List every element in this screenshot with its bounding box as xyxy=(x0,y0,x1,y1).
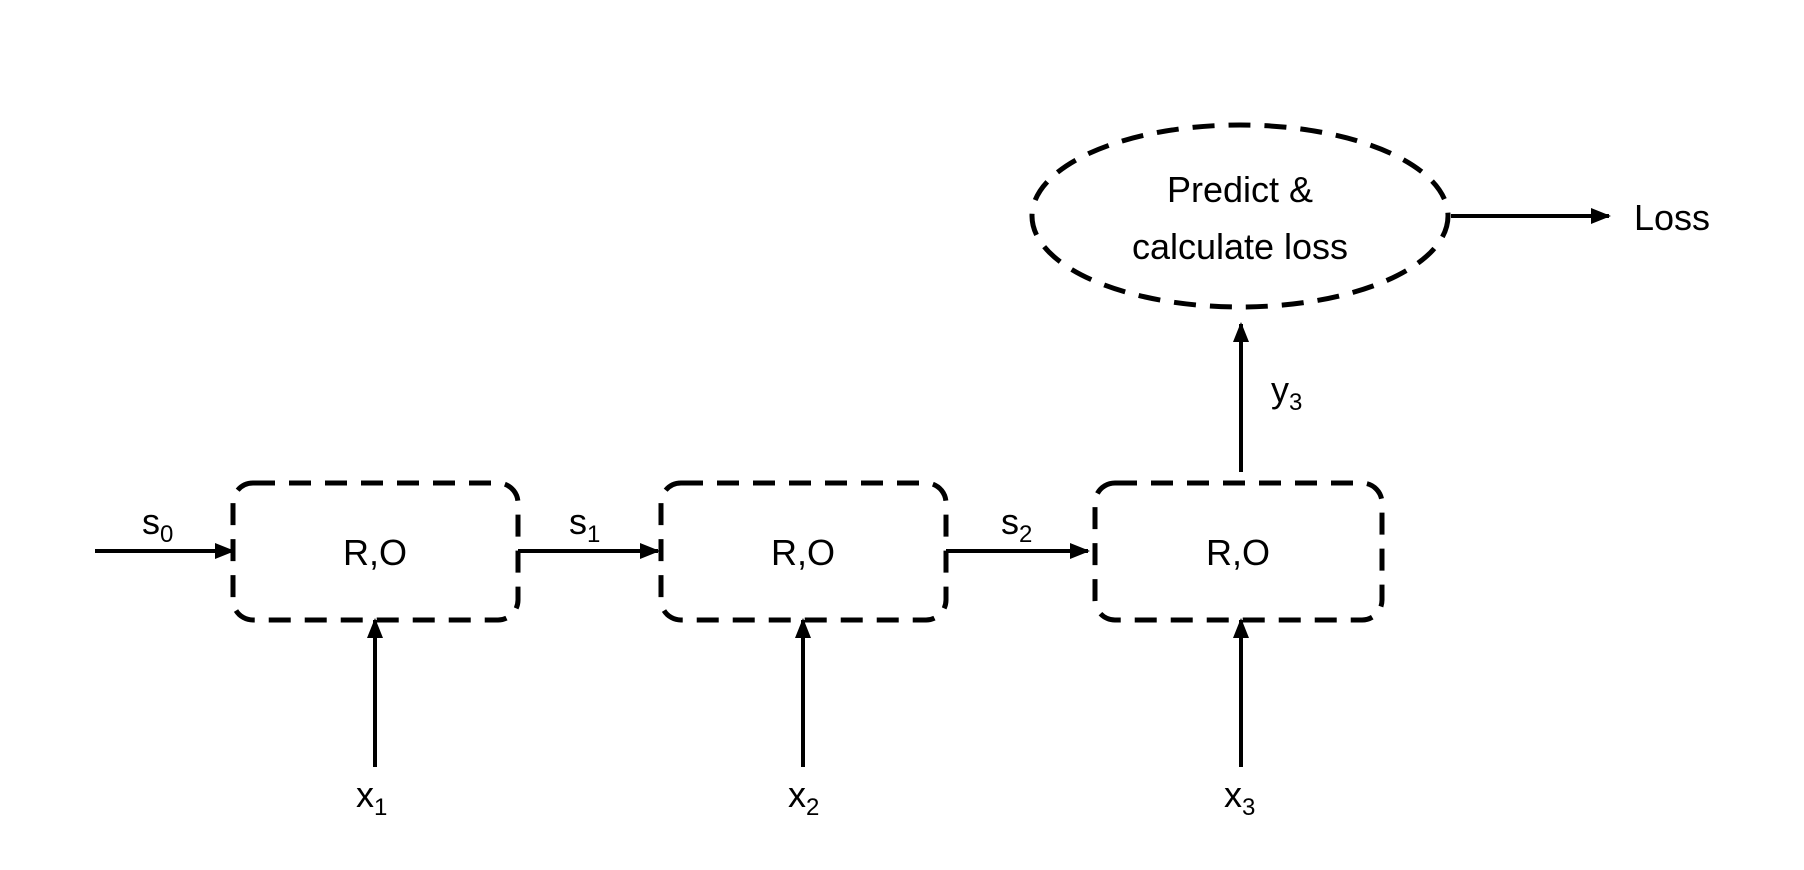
predict-label-line2: calculate loss xyxy=(1132,226,1348,267)
label-s1: s1 xyxy=(569,501,600,548)
label-s0: s0 xyxy=(142,501,173,548)
label-y3: y3 xyxy=(1271,369,1302,416)
predict-loss-ellipse xyxy=(1029,122,1451,310)
cell-label-3: R,O xyxy=(1206,532,1270,573)
cell-label-1: R,O xyxy=(343,532,407,573)
label-x3: x3 xyxy=(1224,774,1255,821)
predict-label-line1: Predict & xyxy=(1167,169,1313,210)
label-loss: Loss xyxy=(1634,197,1710,238)
label-s2: s2 xyxy=(1001,501,1032,548)
cell-box-3 xyxy=(1092,480,1385,623)
label-x1: x1 xyxy=(356,774,387,821)
cell-label-2: R,O xyxy=(771,532,835,573)
label-x2: x2 xyxy=(788,774,819,821)
